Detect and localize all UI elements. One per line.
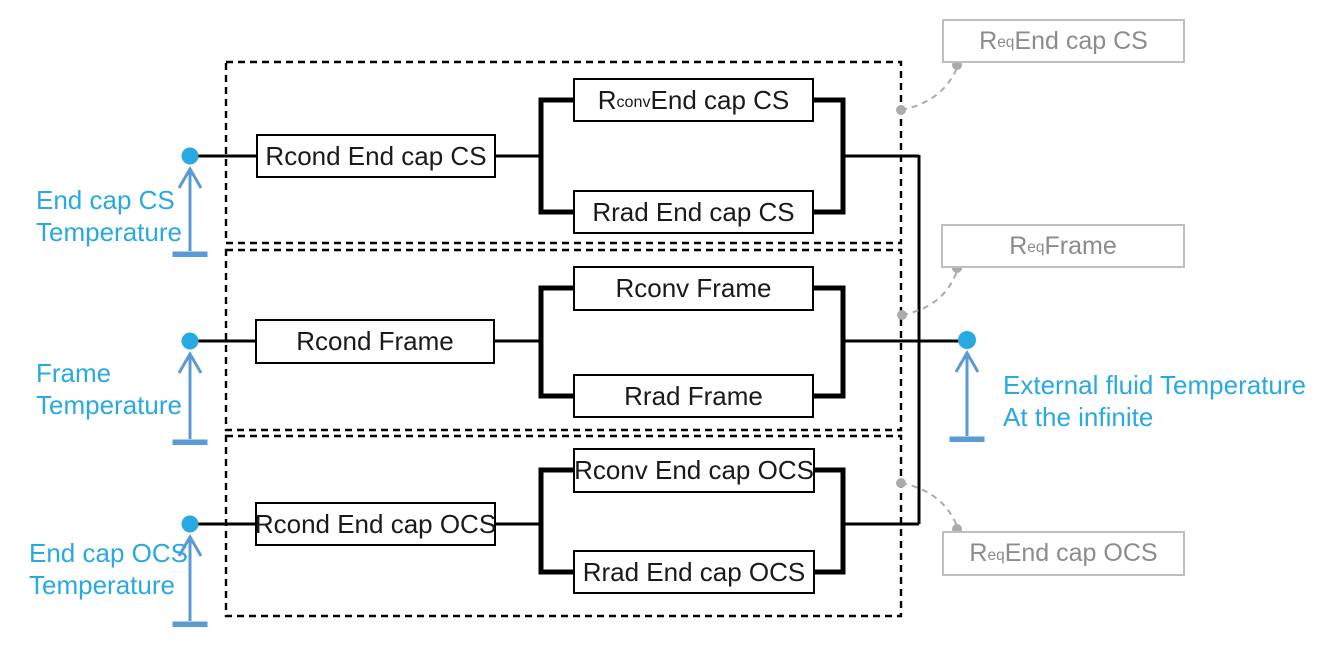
rrad-end-cap-ocs-box: Rrad End cap OCS (573, 550, 815, 594)
node-dot-end-cap-cs-temperature (181, 147, 199, 165)
branch-right-frame (813, 285, 846, 399)
connector-req-cs (900, 67, 958, 111)
label-line: Frame (36, 358, 112, 388)
arrow-head-external (954, 350, 980, 373)
ground-bar-cs (172, 251, 208, 257)
rrad-frame-box: Rrad Frame (573, 374, 814, 418)
rrad-frame-label: Rrad Frame (624, 380, 763, 411)
rconv-end-cap-ocs-box: Rconv End cap OCS (573, 448, 815, 493)
rcond-end-cap-cs-label: Rcond End cap CS (265, 140, 487, 171)
arrow-head-frame (177, 351, 203, 374)
end-cap-ocs-temperature-label: End cap OCS Temperature (29, 537, 188, 601)
label-line: End cap CS (36, 185, 175, 215)
connector-anchor-dot (897, 310, 907, 320)
connector-req-ocs (900, 482, 958, 527)
label-line: Temperature (36, 390, 182, 420)
req-frame-label: R (1009, 231, 1028, 260)
label-line: End cap OCS (29, 538, 188, 568)
arrow-head-cs (177, 166, 203, 189)
rconv-end-cap-cs-label: R (597, 84, 617, 115)
req-end-cap-ocs-label: R (969, 539, 988, 567)
end-cap-cs-temperature-label: End cap CS Temperature (36, 184, 182, 248)
label-line: Temperature (36, 217, 182, 247)
label-line: External fluid Temperature (1003, 370, 1307, 400)
external-fluid-temperature-label: External fluid Temperature At the infini… (1003, 369, 1306, 433)
rcond-frame-box: Rcond Frame (255, 319, 495, 364)
rrad-end-cap-ocs-label: Rrad End cap OCS (582, 556, 806, 587)
connector-anchor-dot (896, 105, 906, 115)
branch-right-ocs (814, 467, 846, 575)
branch-right-cs (814, 97, 846, 215)
label-line: At the infinite (1003, 402, 1154, 432)
connector-req-frame (901, 270, 958, 316)
group-border-end-cap-ocs (224, 434, 903, 618)
ground-bar-frame (172, 439, 208, 445)
rrad-end-cap-cs-box: Rrad End cap CS (573, 190, 814, 234)
rcond-end-cap-cs-box: Rcond End cap CS (256, 134, 496, 178)
branch-left-ocs (538, 467, 573, 575)
ground-bar-ocs (172, 621, 208, 627)
label-line: Temperature (29, 570, 175, 600)
connector-anchor-dot (896, 478, 906, 488)
arrow-head-ocs (177, 534, 203, 557)
branch-left-frame (538, 285, 573, 399)
rconv-frame-box: Rconv Frame (573, 266, 814, 311)
ground-bar-external (949, 436, 985, 442)
req-end-cap-cs-label: R (979, 26, 998, 55)
rconv-end-cap-ocs-label: Rconv End cap OCS (574, 455, 814, 485)
node-dot-frame-temperature (181, 332, 199, 350)
rcond-end-cap-ocs-box: Rcond End cap OCS (255, 502, 496, 546)
rrad-end-cap-cs-label: Rrad End cap CS (592, 196, 795, 227)
branch-left-cs (538, 97, 573, 215)
rconv-frame-label: Rconv Frame (615, 273, 772, 303)
node-dot-external-fluid (958, 331, 976, 349)
frame-temperature-label: Frame Temperature (36, 357, 182, 421)
rcond-end-cap-ocs-label: Rcond End cap OCS (254, 508, 497, 539)
group-border-end-cap-cs (224, 60, 903, 245)
rcond-frame-label: Rcond Frame (296, 326, 454, 356)
node-dot-end-cap-ocs-temperature (181, 515, 199, 533)
